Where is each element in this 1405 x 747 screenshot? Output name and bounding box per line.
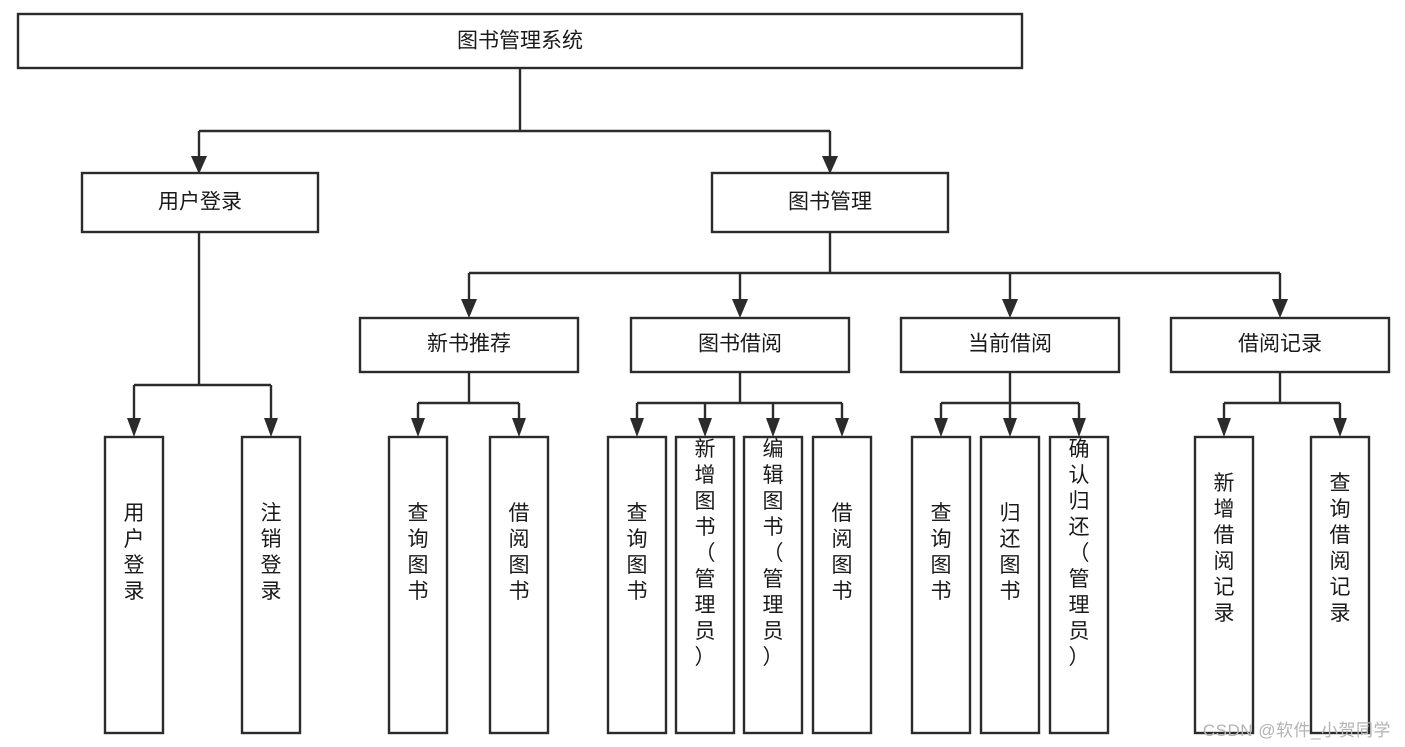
- arrow-head-borrow-record: [1272, 299, 1288, 318]
- node-leaf-bb-query-book[interactable]: 查询图书: [606, 435, 668, 735]
- arrow-head-new-book: [461, 299, 477, 318]
- node-leaf-user-login-box[interactable]: [103, 435, 165, 735]
- node-leaf-cb-query-book-label: 查询图书: [931, 502, 952, 603]
- node-leaf-br-query-record[interactable]: 查询借阅记录: [1309, 435, 1371, 735]
- node-root-label: 图书管理系统: [457, 30, 583, 53]
- connector-group-bookborrow: [630, 372, 849, 437]
- node-borrow-record-label: 借阅记录: [1238, 333, 1322, 356]
- arrow-head-nb-borrow: [512, 418, 526, 437]
- node-leaf-bb-borrow-book[interactable]: 借阅图书: [811, 435, 873, 735]
- connector-group-root: [191, 68, 838, 174]
- node-current-borrow-label: 当前借阅: [968, 333, 1052, 356]
- node-borrow-record-box[interactable]: [1169, 316, 1391, 374]
- connector-group-userlogin: [127, 232, 278, 437]
- node-book-management[interactable]: 图书管理: [710, 171, 950, 234]
- node-leaf-bb-edit-book-label: 编辑图书（管理员）: [763, 438, 784, 669]
- node-current-borrow-box[interactable]: [899, 316, 1121, 374]
- node-leaf-nb-borrow-book[interactable]: 借阅图书: [488, 435, 550, 735]
- arrow-head-book-borrow: [732, 299, 748, 318]
- node-book-management-label: 图书管理: [788, 191, 872, 214]
- node-leaf-bb-borrow-book-box[interactable]: [811, 435, 873, 735]
- arrow-head-cb-confirm: [1072, 418, 1086, 437]
- node-leaf-br-add-record[interactable]: 新增借阅记录: [1193, 435, 1255, 735]
- arrow-head-br-add: [1217, 418, 1231, 437]
- node-user-login[interactable]: 用户登录: [80, 171, 320, 234]
- connector-group-currentborrow: [934, 372, 1086, 437]
- node-new-book-recommend-box[interactable]: [358, 316, 580, 374]
- arrow-head-userlogin: [191, 156, 207, 174]
- arrow-head-cb-return: [1003, 418, 1017, 437]
- watermark: CSDN @软件_小贺同学: [1202, 721, 1391, 740]
- node-user-login-box[interactable]: [80, 171, 320, 234]
- node-leaf-br-query-record-box[interactable]: [1309, 435, 1371, 735]
- connector-group-newbook: [411, 372, 526, 437]
- arrow-head-bb-add: [698, 418, 712, 437]
- node-leaf-bb-edit-book[interactable]: 编辑图书（管理员）: [742, 435, 804, 735]
- node-leaf-bb-query-book-label: 查询图书: [627, 502, 648, 603]
- arrow-head-logout-leaf: [264, 418, 278, 437]
- node-book-borrow-label: 图书借阅: [698, 333, 782, 356]
- node-current-borrow[interactable]: 当前借阅: [899, 316, 1121, 374]
- node-leaf-bb-query-book-box[interactable]: [606, 435, 668, 735]
- node-leaf-logout-box[interactable]: [240, 435, 302, 735]
- node-user-login-label: 用户登录: [158, 191, 242, 214]
- node-leaf-bb-add-book-box[interactable]: [674, 435, 736, 735]
- node-borrow-record[interactable]: 借阅记录: [1169, 316, 1391, 374]
- arrow-head-bookmgmt: [822, 156, 838, 174]
- arrow-head-current-borrow: [1002, 299, 1018, 318]
- node-leaf-bb-borrow-book-label: 借阅图书: [832, 502, 853, 603]
- arrow-head-bb-borrow: [835, 418, 849, 437]
- node-book-borrow[interactable]: 图书借阅: [629, 316, 851, 374]
- node-leaf-cb-query-book[interactable]: 查询图书: [910, 435, 972, 735]
- node-leaf-bb-edit-book-box[interactable]: [742, 435, 804, 735]
- node-leaf-logout-label: 注销登录: [261, 502, 282, 603]
- connector-group-bookmgmt: [461, 232, 1288, 318]
- node-leaf-user-login[interactable]: 用户登录: [103, 435, 165, 735]
- node-leaf-cb-return-book[interactable]: 归还图书: [979, 435, 1041, 735]
- node-new-book-recommend-label: 新书推荐: [427, 333, 511, 356]
- node-new-book-recommend[interactable]: 新书推荐: [358, 316, 580, 374]
- node-leaf-nb-query-book-label: 查询图书: [408, 502, 429, 603]
- node-root[interactable]: 图书管理系统: [16, 12, 1024, 70]
- node-leaf-nb-query-book-box[interactable]: [387, 435, 449, 735]
- arrow-head-cb-query: [934, 418, 948, 437]
- node-leaf-bb-add-book[interactable]: 新增图书（管理员）: [674, 435, 736, 735]
- node-leaf-user-login-label: 用户登录: [124, 502, 145, 603]
- arrow-head-user-login-leaf: [127, 418, 141, 437]
- node-leaf-cb-confirm-return-label: 确认归还（管理员）: [1069, 438, 1090, 669]
- node-leaf-logout[interactable]: 注销登录: [240, 435, 302, 735]
- node-leaf-cb-return-book-label: 归还图书: [1000, 502, 1021, 603]
- node-leaf-br-query-record-label: 查询借阅记录: [1330, 472, 1351, 625]
- node-leaf-cb-confirm-return-box[interactable]: [1048, 435, 1110, 735]
- node-book-management-box[interactable]: [710, 171, 950, 234]
- node-leaf-bb-add-book-label: 新增图书（管理员）: [695, 438, 716, 669]
- arrow-head-br-query: [1333, 418, 1347, 437]
- node-leaf-br-add-record-box[interactable]: [1193, 435, 1255, 735]
- node-leaf-cb-query-book-box[interactable]: [910, 435, 972, 735]
- node-leaf-cb-confirm-return[interactable]: 确认归还（管理员）: [1048, 435, 1110, 735]
- node-leaf-nb-borrow-book-label: 借阅图书: [509, 502, 530, 603]
- node-leaf-cb-return-book-box[interactable]: [979, 435, 1041, 735]
- node-root-box[interactable]: [16, 12, 1024, 70]
- arrow-head-bb-query: [630, 418, 644, 437]
- arrow-head-nb-query: [411, 418, 425, 437]
- node-leaf-nb-query-book[interactable]: 查询图书: [387, 435, 449, 735]
- node-leaf-nb-borrow-book-box[interactable]: [488, 435, 550, 735]
- arrow-head-bb-edit: [766, 418, 780, 437]
- node-book-borrow-box[interactable]: [629, 316, 851, 374]
- node-leaf-br-add-record-label: 新增借阅记录: [1214, 472, 1235, 625]
- connector-group-borrowrecord: [1217, 372, 1347, 437]
